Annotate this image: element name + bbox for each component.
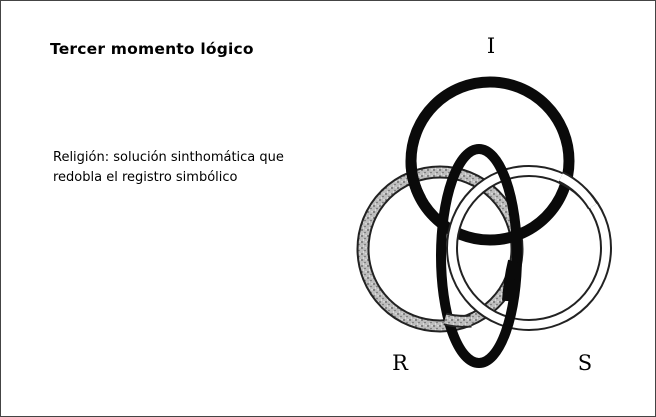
symbolic-ring [446,165,612,331]
label-imaginary: I [487,34,495,58]
knot-crossings [405,160,599,328]
slide-title: Tercer momento lógico [50,40,254,58]
imaginary-ring [405,76,575,246]
label-real: R [392,351,409,375]
sinthome-ring [436,144,522,368]
label-symbolic: S [578,351,592,375]
slide-body-text: Religión: solución sinthomática que redo… [53,150,284,185]
